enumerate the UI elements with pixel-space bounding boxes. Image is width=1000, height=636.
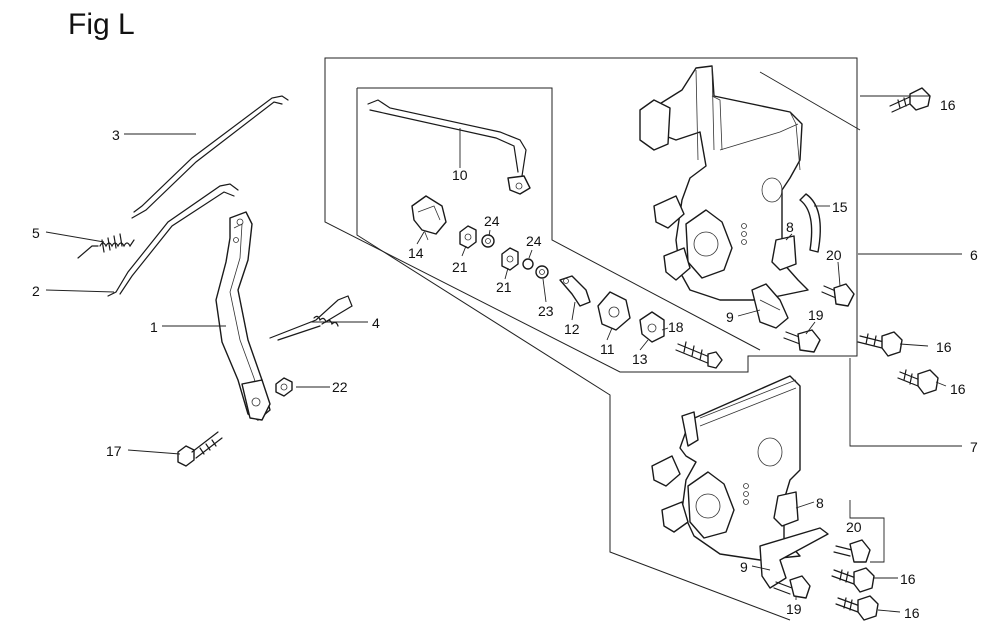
lever-12 — [559, 275, 591, 307]
label-1: 1 — [150, 319, 158, 335]
label-21-upper: 21 — [452, 259, 468, 275]
washer-24-upper — [481, 234, 495, 248]
choke-rod-10 — [367, 99, 531, 195]
bolt-19-upper — [783, 329, 821, 353]
label-15: 15 — [832, 199, 848, 215]
label-4: 4 — [372, 315, 380, 331]
label-16-bottom-a: 16 — [900, 571, 916, 587]
governor-arm-1 — [215, 211, 271, 421]
plate-13 — [639, 311, 665, 343]
bracket-9-upper — [751, 283, 789, 329]
label-21-lower: 21 — [496, 279, 512, 295]
bolt-20-lower — [833, 539, 871, 563]
label-16-top: 16 — [940, 97, 956, 113]
plate-8-lower — [773, 491, 799, 527]
control-base-6 — [639, 65, 809, 301]
label-12: 12 — [564, 321, 580, 337]
choke-knob-14 — [411, 195, 447, 241]
washer-23 — [535, 265, 549, 279]
label-14: 14 — [408, 245, 424, 261]
plate-8-upper — [771, 235, 797, 271]
label-24-lower: 24 — [526, 233, 542, 249]
assembly-frame-6 — [324, 57, 858, 373]
spring-4 — [269, 295, 353, 341]
bolt-16-lower — [897, 369, 939, 395]
part-labels: 3 5 2 1 4 22 17 10 14 24 21 24 21 23 12 … — [32, 97, 978, 621]
label-6: 6 — [970, 247, 978, 263]
label-18: 18 — [668, 319, 684, 335]
label-13: 13 — [632, 351, 648, 367]
bolt-16-mid — [857, 331, 903, 357]
label-20-lower: 20 — [846, 519, 862, 535]
label-5: 5 — [32, 225, 40, 241]
label-17: 17 — [106, 443, 122, 459]
nut-21-upper — [459, 225, 477, 249]
bracket-9-lower — [759, 527, 829, 589]
bolt-16-bottom-a — [831, 567, 875, 593]
bolt-16-top — [889, 87, 931, 113]
label-16-lower: 16 — [950, 381, 966, 397]
figure-title: Fig L — [68, 8, 135, 41]
label-22: 22 — [332, 379, 348, 395]
label-7: 7 — [970, 439, 978, 455]
assembly-frame-10 — [357, 87, 761, 351]
label-19-upper: 19 — [808, 307, 824, 323]
spring-5 — [77, 233, 135, 259]
control-base-7 — [651, 375, 801, 561]
cam-11 — [597, 291, 631, 331]
label-8-lower: 8 — [816, 495, 824, 511]
nut-22 — [275, 377, 293, 397]
nut-21-lower — [501, 247, 519, 271]
bolt-20-upper — [821, 283, 855, 307]
governor-rod-2 — [107, 183, 239, 297]
assembly-frame-7 — [356, 88, 791, 621]
leader-lines — [45, 71, 962, 613]
bolt-16-bottom-b — [835, 595, 879, 621]
label-16-mid: 16 — [936, 339, 952, 355]
spring-15 — [799, 193, 821, 253]
label-19-lower: 19 — [786, 601, 802, 617]
label-9-upper: 9 — [726, 309, 734, 325]
bolt-18 — [675, 341, 723, 369]
bolt-17 — [177, 431, 223, 467]
label-20-upper: 20 — [826, 247, 842, 263]
label-16-bottom-b: 16 — [904, 605, 920, 621]
label-2: 2 — [32, 283, 40, 299]
throttle-rod-3 — [131, 95, 289, 219]
label-11: 11 — [600, 341, 615, 357]
label-3: 3 — [112, 127, 120, 143]
label-23: 23 — [538, 303, 554, 319]
bolt-19-lower — [773, 575, 811, 599]
label-24-upper: 24 — [484, 213, 500, 229]
label-10: 10 — [452, 167, 468, 183]
label-9-lower: 9 — [740, 559, 748, 575]
label-8-upper: 8 — [786, 219, 794, 235]
washer-24-lower — [522, 258, 534, 270]
